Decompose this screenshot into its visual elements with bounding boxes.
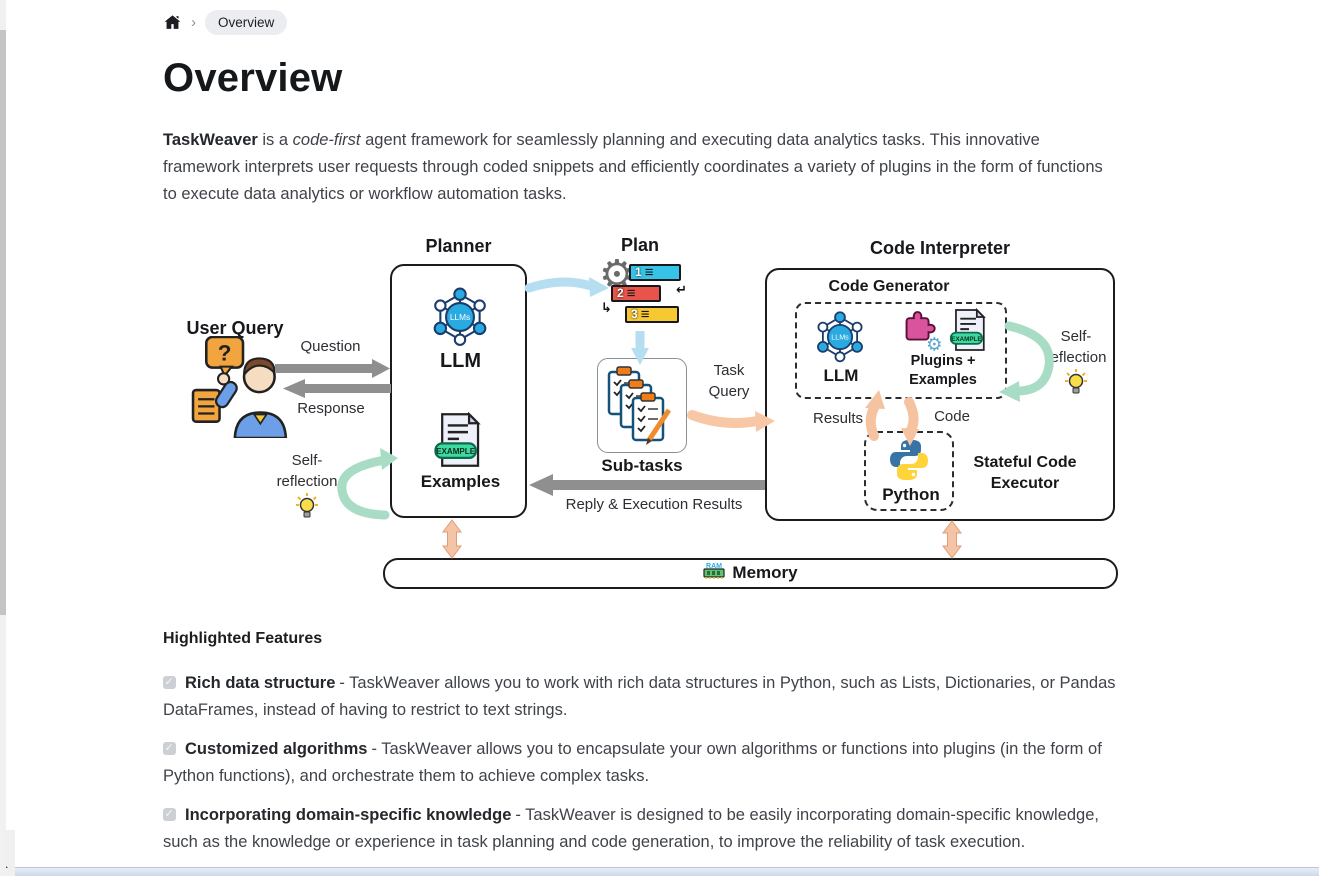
planner-memory-arrow [442,518,462,559]
results-label: Results [812,409,864,427]
svg-text:RAM: RAM [706,563,722,570]
features-heading: Highlighted Features [163,629,323,647]
python-box: Python [864,430,954,511]
python-label: Python [882,484,940,504]
svg-text:⚙: ⚙ [926,333,942,352]
subtasks-clipboards-icon [607,365,675,451]
return-arrow-icon: ↵ [676,281,687,297]
checkbox-icon [163,805,176,823]
plan-title: Plan [620,234,659,255]
lightbulb-icon [1064,368,1088,401]
code-generator-box: LLMs LLM ⚙ EXAMPLE [795,301,1007,399]
plugin-puzzle-icon: ⚙ [897,309,943,358]
feature-item: Incorporating domain-specific knowledge-… [163,802,1119,856]
question-mark-glyph: ? [218,340,232,365]
subtasks-label: Sub-tasks [601,455,683,475]
breadcrumb-current: Overview [205,9,288,35]
feature-title: Customized algorithms [185,739,368,758]
response-arrow [283,378,391,398]
memory-label: Memory [732,563,798,583]
feature-item: Rich data structure- TaskWeaver allows y… [163,670,1119,724]
intro-rest: agent framework for seamlessly planning … [163,131,1103,203]
breadcrumb: › Overview [163,0,1119,36]
planner-to-plan-arrow [524,276,609,297]
svg-text:LLMs: LLMs [831,332,849,341]
user-person-icon: ? [191,335,295,443]
highlighted-features: Highlighted Features Rich data structure… [163,630,1119,876]
intro-paragraph: TaskWeaver is a code-first agent framewo… [163,127,1119,208]
self-reflection-right: Self- reflection [1033,326,1119,401]
llm-network-icon: LLMs [813,310,867,369]
feature-description: - TaskWeaver is designed to be easily in… [163,805,1099,851]
doc-page: › Overview Overview TaskWeaver is a code… [163,0,1119,876]
examples-doc-icon: EXAMPLE [949,307,989,357]
llm-network-icon: LLMs [429,286,491,353]
left-scrollbar-thumb[interactable] [0,30,6,615]
breadcrumb-separator: › [191,13,196,31]
svg-text:EXAMPLE: EXAMPLE [436,447,476,456]
task-query-label: Task Query [708,361,750,400]
feature-item: Customized algorithms- TaskWeaver allows… [163,736,1119,790]
branch-arrow-icon: ↳ [601,299,612,315]
subtasks-box [597,357,687,453]
lightbulb-icon [295,492,319,525]
intro-bold: TaskWeaver [163,131,258,149]
feature-title: Rich data structure [185,673,336,692]
response-label: Response [297,399,365,417]
left-scrollbar-track[interactable] [0,0,6,876]
code-label: Code [934,407,970,425]
python-logo-icon [887,438,931,487]
planner-examples-label: Examples [420,471,501,491]
page-title: Overview [163,56,343,100]
ram-icon: RAM [703,561,726,585]
memory-content: RAM Memory [383,558,1118,589]
intro-italic: code-first [292,131,361,149]
feature-description: - TaskWeaver allows you to encapsulate y… [163,739,1102,785]
memory-box [383,557,1118,589]
intro-mid: is a [257,131,293,149]
home-icon[interactable] [163,13,182,32]
cg-llm-label: LLM [823,365,859,385]
svg-text:LLMs: LLMs [450,313,470,322]
horizontal-scrollbar[interactable] [15,867,1319,876]
code-generator-label: Code Generator [828,277,950,295]
plugins-examples-label: Plugins + Examples [909,352,977,389]
code-interpreter-box: Code Generator LLMs [765,267,1115,521]
self-reflection-left: Self- reflection [261,450,353,525]
question-label: Question [300,337,361,355]
code-interpreter-title: Code Interpreter [869,237,1011,258]
architecture-diagram: Planner Plan Code Interpreter User Query… [163,234,1121,598]
planner-box: LLMs LLM EXAMPLE Examples [390,263,527,518]
interpreter-memory-arrow [942,519,962,559]
planner-title: Planner [425,235,492,256]
checkbox-icon [163,673,176,691]
examples-doc-icon: EXAMPLE [432,411,486,473]
user-query-title: User Query [186,317,284,338]
feature-description: - TaskWeaver allows you to work with ric… [163,673,1116,719]
svg-text:EXAMPLE: EXAMPLE [951,336,981,343]
plan-steps-icon: ⚙ 1 2 3 ↵ ↳ [599,252,687,330]
feature-title: Incorporating domain-specific knowledge [185,805,512,824]
checkbox-icon [163,739,176,757]
task-query-arrow [687,409,775,432]
stateful-executor-label: Stateful Code Executor [973,453,1077,493]
reply-results-arrow [529,473,765,496]
reply-results-label: Reply & Execution Results [565,495,743,513]
planner-llm-label: LLM [439,349,482,372]
